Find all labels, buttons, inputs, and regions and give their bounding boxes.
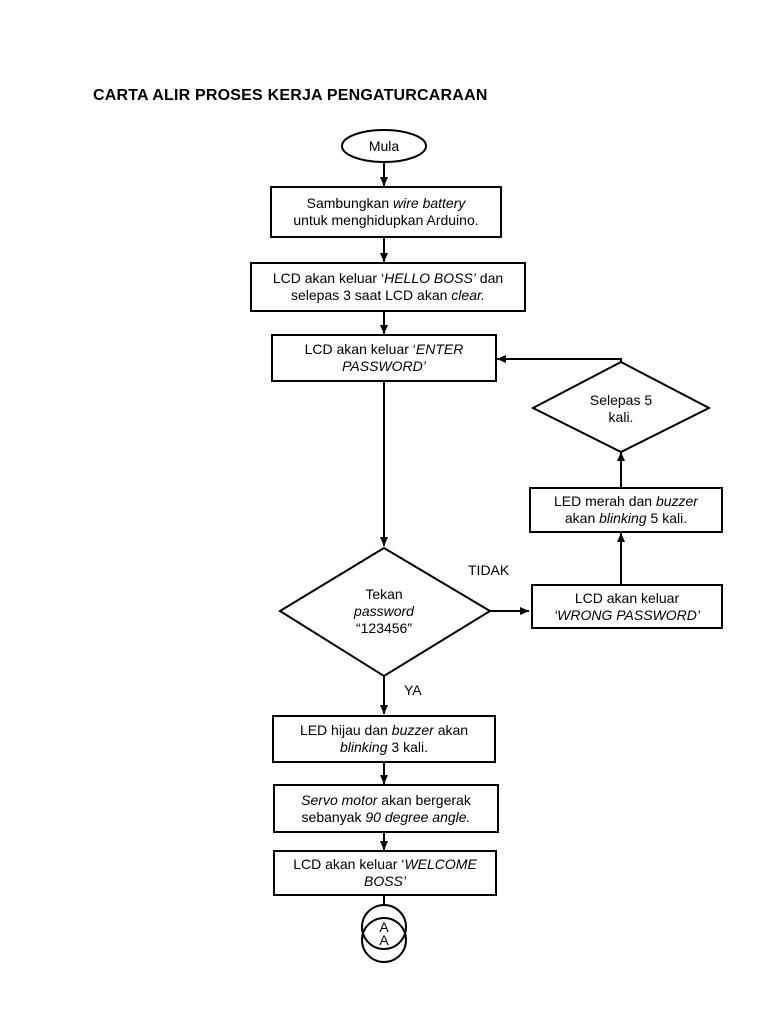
red-line2-b: blinking <box>599 510 647 526</box>
decision-line2: password <box>354 602 414 619</box>
page-title: CARTA ALIR PROSES KERJA PENGATURCARAAN <box>93 87 488 104</box>
hello-line1-b: HELLO BOSS’ <box>384 270 476 286</box>
green-line1-b: buzzer <box>391 722 434 738</box>
hello-boss-box: LCD akan keluar ‘HELLO BOSS’ dan selepas… <box>250 262 526 312</box>
connector-letter-bottom: A <box>379 932 389 948</box>
welcome-line1-a: LCD akan keluar ‘ <box>293 856 405 872</box>
decision-line3: “123456” <box>355 619 413 636</box>
red-line2-a: akan <box>564 510 600 526</box>
green-led-box: LED hijau dan buzzer akan blinking 3 kal… <box>272 715 496 763</box>
welcome-boss-box: LCD akan keluar ‘WELCOME BOSS’ <box>273 850 497 896</box>
retry-decision-diamond <box>530 360 712 454</box>
servo-line1-b: akan bergerak <box>377 791 471 808</box>
wrong-line2: ‘WRONG PASSWORD’ <box>554 606 700 623</box>
enter-line2: PASSWORD’ <box>342 358 426 374</box>
hello-line2-b: clear. <box>451 287 486 303</box>
servo-line2-b: 90 degree angle. <box>365 808 471 825</box>
arrow-retry-to-enter <box>497 355 622 363</box>
red-line1-a: LED merah dan <box>554 493 656 509</box>
enter-password-box: LCD akan keluar ‘ENTER PASSWORD’ <box>271 334 497 382</box>
decision-line1: Tekan <box>365 585 403 602</box>
start-label: Mula <box>368 137 400 154</box>
retry-decision-text: Selepas 5 kali. <box>571 390 671 428</box>
red-led-box: LED merah dan buzzer akan blinking 5 kal… <box>529 487 723 533</box>
connector-circle-outer <box>361 904 407 950</box>
retry-line1: Selepas 5 <box>589 392 653 408</box>
connect-battery-box: Sambungkan wire battery untuk menghidupk… <box>270 186 502 238</box>
password-decision-text: Tekan password “123456” <box>320 583 448 639</box>
wrong-line1: LCD akan keluar <box>574 589 680 606</box>
connect-line2-text: untuk menghidupkan Arduino. <box>293 212 479 228</box>
enter-line1-a: LCD akan keluar ‘ <box>304 341 416 357</box>
servo-line1-a: Servo motor <box>301 791 378 808</box>
enter-line1-b: ENTER <box>415 341 464 357</box>
start-node: Mula <box>342 136 426 156</box>
hello-line1-c: dan <box>475 270 504 286</box>
wrong-password-box: LCD akan keluar ‘WRONG PASSWORD’ <box>531 584 723 629</box>
connect-line1-italic: wire battery <box>393 195 466 211</box>
connector-circle-inner <box>361 917 407 963</box>
green-line1-a: LED hijau dan <box>299 722 392 738</box>
servo-line2-a: sebanyak <box>301 808 366 825</box>
edge-label-yes: YA <box>404 682 422 698</box>
retry-line2: kali. <box>608 409 634 425</box>
welcome-line2: BOSS’ <box>363 873 406 889</box>
green-line2-b: 3 kali. <box>387 739 428 755</box>
connect-line1-text: Sambungkan <box>306 195 394 211</box>
connector-letter-top: A <box>379 919 389 935</box>
welcome-line1-b: WELCOME <box>404 856 477 872</box>
hello-line2-a: selepas 3 saat LCD akan <box>290 287 452 303</box>
green-line2-a: blinking <box>340 739 388 755</box>
red-line1-b: buzzer <box>655 493 698 509</box>
servo-motor-box: Servo motor akan bergerak sebanyak 90 de… <box>273 784 499 833</box>
edge-label-no: TIDAK <box>468 562 510 578</box>
green-line1-c: akan <box>433 722 469 738</box>
hello-line1-a: LCD akan keluar ‘ <box>272 270 385 286</box>
red-line2-c: 5 kali. <box>646 510 688 526</box>
